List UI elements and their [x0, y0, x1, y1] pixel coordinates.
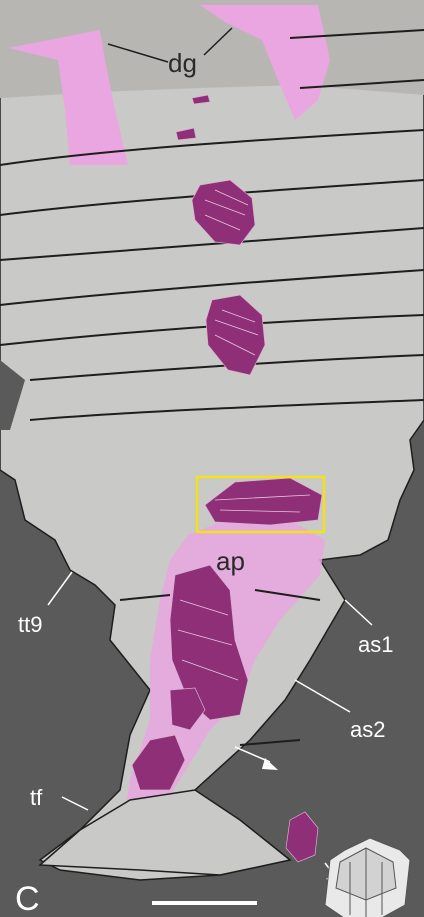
label-as1: as1	[358, 632, 393, 657]
label-dg: dg	[168, 48, 197, 78]
panel-letter: C	[15, 880, 40, 917]
label-tf: tf	[30, 785, 43, 810]
label-tt9: tt9	[18, 612, 42, 637]
label-as2: as2	[350, 717, 385, 742]
label-ap: ap	[216, 546, 245, 576]
